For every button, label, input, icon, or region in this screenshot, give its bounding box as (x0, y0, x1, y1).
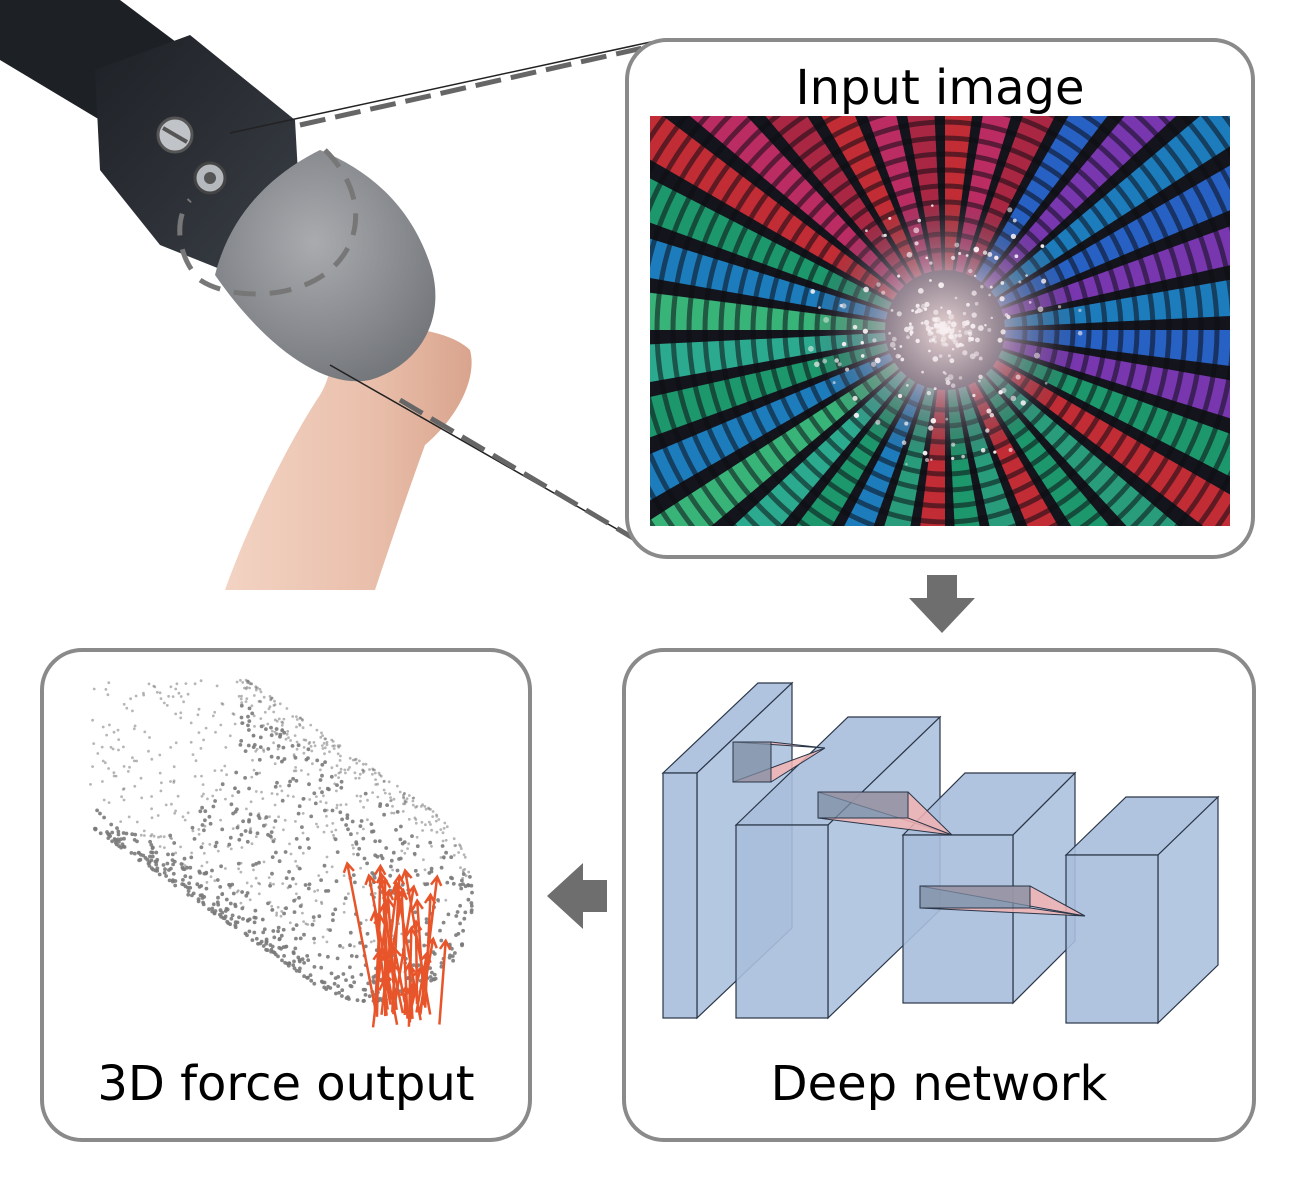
network-layers (661, 681, 1220, 1025)
panel-title-input: Input image (795, 60, 1085, 116)
force-arrow (419, 874, 443, 1015)
network-kernel-2 (817, 791, 953, 836)
force-arrow (342, 861, 378, 1014)
force-output-panel: 3D force output (40, 648, 532, 1142)
arrow-down-icon (909, 575, 975, 633)
finger (225, 327, 472, 590)
force-arrow (395, 888, 409, 1019)
panel-title-network: Deep network (770, 1056, 1108, 1112)
force-arrow (438, 938, 452, 1025)
panel-title-force: 3D force output (97, 1056, 475, 1112)
network-layer-2 (734, 715, 942, 1020)
network-layer-3 (901, 771, 1077, 1005)
tactile-image-sparkles (808, 204, 1083, 466)
zoom-line-top (229, 39, 661, 134)
force-arrow (409, 919, 423, 1004)
arrow-left-icon (547, 863, 607, 929)
network-layer-4 (1064, 795, 1220, 1025)
sensor-highlight-dashed (177, 148, 359, 297)
tactile-input-image (650, 116, 1230, 526)
force-arrow (391, 884, 419, 1015)
force-arrow (371, 888, 395, 1028)
force-vectors (342, 861, 452, 1028)
network-kernel-1 (732, 741, 826, 783)
tactile-sensor-tip (215, 150, 436, 382)
network-kernel-3 (919, 885, 1086, 917)
